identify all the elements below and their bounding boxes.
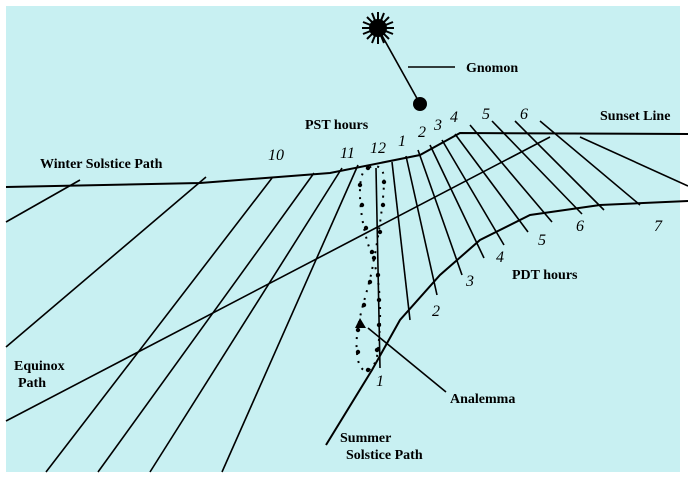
pst-hour-12: 12 [370, 140, 386, 157]
pdt-hour-2: 2 [432, 303, 440, 320]
summer-solstice-label-line2: Solstice Path [346, 448, 423, 463]
pst-hour-11: 11 [340, 145, 355, 162]
winter-solstice-path [5, 131, 688, 188]
summer-solstice-path [325, 200, 688, 446]
pdt-hour-5: 5 [538, 232, 546, 249]
summer-solstice-label-line1: Summer [340, 431, 391, 446]
pst-hour-5: 5 [482, 106, 490, 123]
gnomon-rod [379, 31, 420, 103]
equinox-path [5, 136, 551, 422]
pdt-hour-7: 7 [654, 218, 663, 235]
equinox-label-line2: Path [18, 376, 46, 391]
hour-lines-fan [375, 120, 688, 369]
sun-icon [362, 12, 394, 44]
pst-hour-2: 2 [418, 124, 426, 141]
pdt-hour-4: 4 [496, 249, 504, 266]
pst-hour-10: 10 [268, 147, 284, 164]
gnomon-label: Gnomon [466, 61, 518, 76]
sunset-line-label: Sunset Line [600, 109, 670, 124]
winter-stub-line [5, 179, 81, 223]
analemma-label: Analemma [450, 392, 515, 407]
equinox-label-line1: Equinox [14, 359, 65, 374]
pdt-hours-label: PDT hours [512, 268, 578, 283]
analemma-leader [367, 327, 447, 393]
winter-solstice-label: Winter Solstice Path [40, 157, 163, 172]
hour-lines-left [5, 164, 359, 473]
pdt-hour-6: 6 [576, 218, 584, 235]
pst-hour-3: 3 [433, 117, 442, 134]
pst-hour-6: 6 [520, 106, 528, 123]
pst-hours-label: PST hours [305, 118, 369, 133]
pst-hour-1: 1 [398, 133, 406, 150]
pdt-hour-3: 3 [465, 273, 474, 290]
pdt-hour-1: 1 [376, 373, 384, 390]
diagram-background [6, 6, 680, 472]
gnomon-tip [413, 97, 427, 111]
pst-hour-4: 4 [450, 109, 458, 126]
analemma-curve [355, 165, 387, 373]
